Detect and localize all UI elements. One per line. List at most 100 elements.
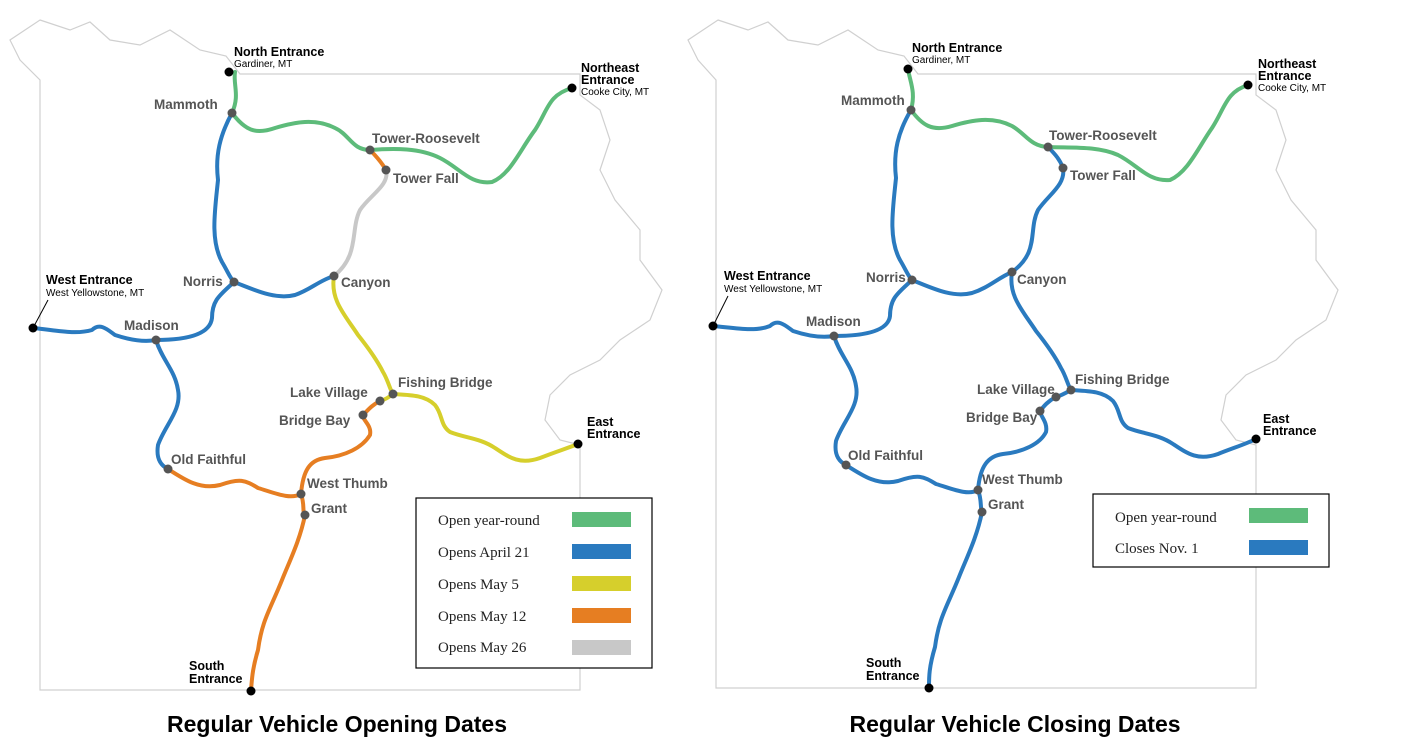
northeast-entrance-label-2: Entrance — [581, 73, 635, 87]
norris-dot — [907, 275, 917, 285]
legend-swatch — [572, 576, 631, 591]
road-norris-canyon — [232, 274, 336, 299]
madison-label: Madison — [806, 314, 861, 329]
lake-village-dot — [375, 396, 385, 406]
madison-dot — [829, 331, 839, 341]
east-entrance-dot — [1251, 434, 1261, 444]
south-entrance-label-1: South — [189, 659, 224, 673]
west-thumb-dot — [973, 485, 983, 495]
west-thumb-label: West Thumb — [982, 472, 1063, 487]
tower-roosevelt-label: Tower-Roosevelt — [372, 131, 480, 146]
fishing-bridge-label: Fishing Bridge — [398, 375, 493, 390]
madison-label: Madison — [124, 318, 179, 333]
road-oldfaithful-westthumb — [844, 463, 980, 495]
road-westthumb-south — [927, 488, 984, 689]
west-entrance-sub: West Yellowstone, MT — [46, 288, 144, 299]
east-entrance-label-2: Entrance — [1263, 424, 1317, 438]
canyon-dot — [1007, 267, 1017, 277]
road-canyon-fishingbridge — [1009, 270, 1073, 392]
legend-item-label: Opens May 5 — [438, 577, 519, 593]
tower-roosevelt-dot — [1043, 142, 1053, 152]
legend-swatch — [572, 608, 631, 623]
road-west-madison — [711, 320, 836, 339]
legend-swatch — [572, 544, 631, 559]
old-faithful-label: Old Faithful — [848, 448, 923, 463]
road-madison-oldfaithful — [154, 338, 181, 471]
northeast-entrance-sub: Cooke City, MT — [581, 87, 649, 98]
fishing-bridge-dot — [1066, 385, 1076, 395]
road-fishingbridge-east — [391, 392, 580, 463]
tower-fall-dot — [381, 165, 391, 175]
road-oldfaithful-westthumb — [166, 467, 303, 499]
grant-label: Grant — [988, 497, 1025, 512]
mammoth-dot — [906, 105, 916, 115]
lake-village-label: Lake Village — [290, 385, 368, 400]
road-westthumb-bridgebay — [976, 409, 1049, 492]
west-thumb-label: West Thumb — [307, 476, 388, 491]
west-entrance-leader — [712, 295, 729, 327]
road-fishingbridge-east — [1069, 388, 1258, 459]
mammoth-label: Mammoth — [154, 97, 218, 112]
legend-item-label: Open year-round — [1115, 510, 1217, 526]
bridge-bay-dot — [1035, 406, 1045, 416]
closing-legend: Open year-round Closes Nov. 1 — [1092, 493, 1330, 568]
south-entrance-label-1: South — [866, 656, 901, 670]
road-mammoth-norris — [890, 108, 914, 282]
legend-swatch — [572, 512, 631, 527]
park-outline — [687, 19, 1339, 689]
road-mammoth-tower — [230, 111, 372, 152]
south-entrance-label-2: Entrance — [189, 672, 243, 686]
road-towerfall-canyon — [1010, 166, 1066, 274]
north-entrance-sub: Gardiner, MT — [234, 59, 292, 70]
east-entrance-dot — [573, 439, 583, 449]
tower-fall-label: Tower Fall — [393, 171, 459, 186]
legend-item-label: Opens May 12 — [438, 609, 526, 625]
road-westthumb-bridgebay — [299, 413, 373, 496]
norris-label: Norris — [866, 270, 906, 285]
road-norris-madison — [154, 280, 236, 342]
road-norris-canyon — [910, 270, 1014, 297]
bridge-bay-label: Bridge Bay — [279, 413, 351, 428]
grant-label: Grant — [311, 501, 348, 516]
northeast-entrance-label-2: Entrance — [1258, 69, 1312, 83]
road-norris-madison — [832, 278, 914, 338]
canyon-label: Canyon — [341, 275, 391, 290]
madison-dot — [151, 335, 161, 345]
south-entrance-label-2: Entrance — [866, 669, 920, 683]
legend-swatch — [1249, 508, 1308, 523]
bridge-bay-label: Bridge Bay — [966, 410, 1038, 425]
tower-roosevelt-dot — [365, 145, 375, 155]
lake-village-dot — [1051, 392, 1061, 402]
closing-dates-map: North Entrance Gardiner, MT Northeast En… — [687, 19, 1339, 737]
south-entrance-dot — [924, 683, 934, 693]
tower-roosevelt-label: Tower-Roosevelt — [1049, 128, 1157, 143]
west-entrance-leader — [32, 299, 49, 329]
road-canyon-fishingbridge — [331, 274, 395, 396]
fishing-bridge-label: Fishing Bridge — [1075, 372, 1170, 387]
tower-fall-label: Tower Fall — [1070, 168, 1136, 183]
north-entrance-dot — [903, 64, 913, 74]
road-north-entrance-mammoth — [906, 67, 915, 112]
road-mammoth-tower — [909, 108, 1050, 149]
lake-village-label: Lake Village — [977, 382, 1055, 397]
northeast-entrance-dot — [567, 83, 577, 93]
legend-item-label: Open year-round — [438, 513, 540, 529]
legend-item-label: Opens April 21 — [438, 545, 530, 561]
west-entrance-label: West Entrance — [46, 273, 133, 287]
south-entrance-dot — [246, 686, 256, 696]
road-mammoth-norris — [212, 111, 236, 284]
north-entrance-label: North Entrance — [234, 45, 324, 59]
road-tower-northeast — [368, 86, 574, 185]
road-north-entrance-mammoth — [230, 70, 238, 115]
road-west-madison — [31, 324, 158, 343]
east-entrance-label-1: East — [587, 415, 614, 429]
legend-item-label: Closes Nov. 1 — [1115, 541, 1199, 557]
legend-swatch — [572, 640, 631, 655]
legend-swatch — [1249, 540, 1308, 555]
norris-dot — [229, 277, 239, 287]
road-madison-oldfaithful — [832, 334, 859, 467]
east-entrance-label-1: East — [1263, 412, 1290, 426]
mammoth-label: Mammoth — [841, 93, 905, 108]
road-tower-northeast — [1046, 83, 1250, 183]
